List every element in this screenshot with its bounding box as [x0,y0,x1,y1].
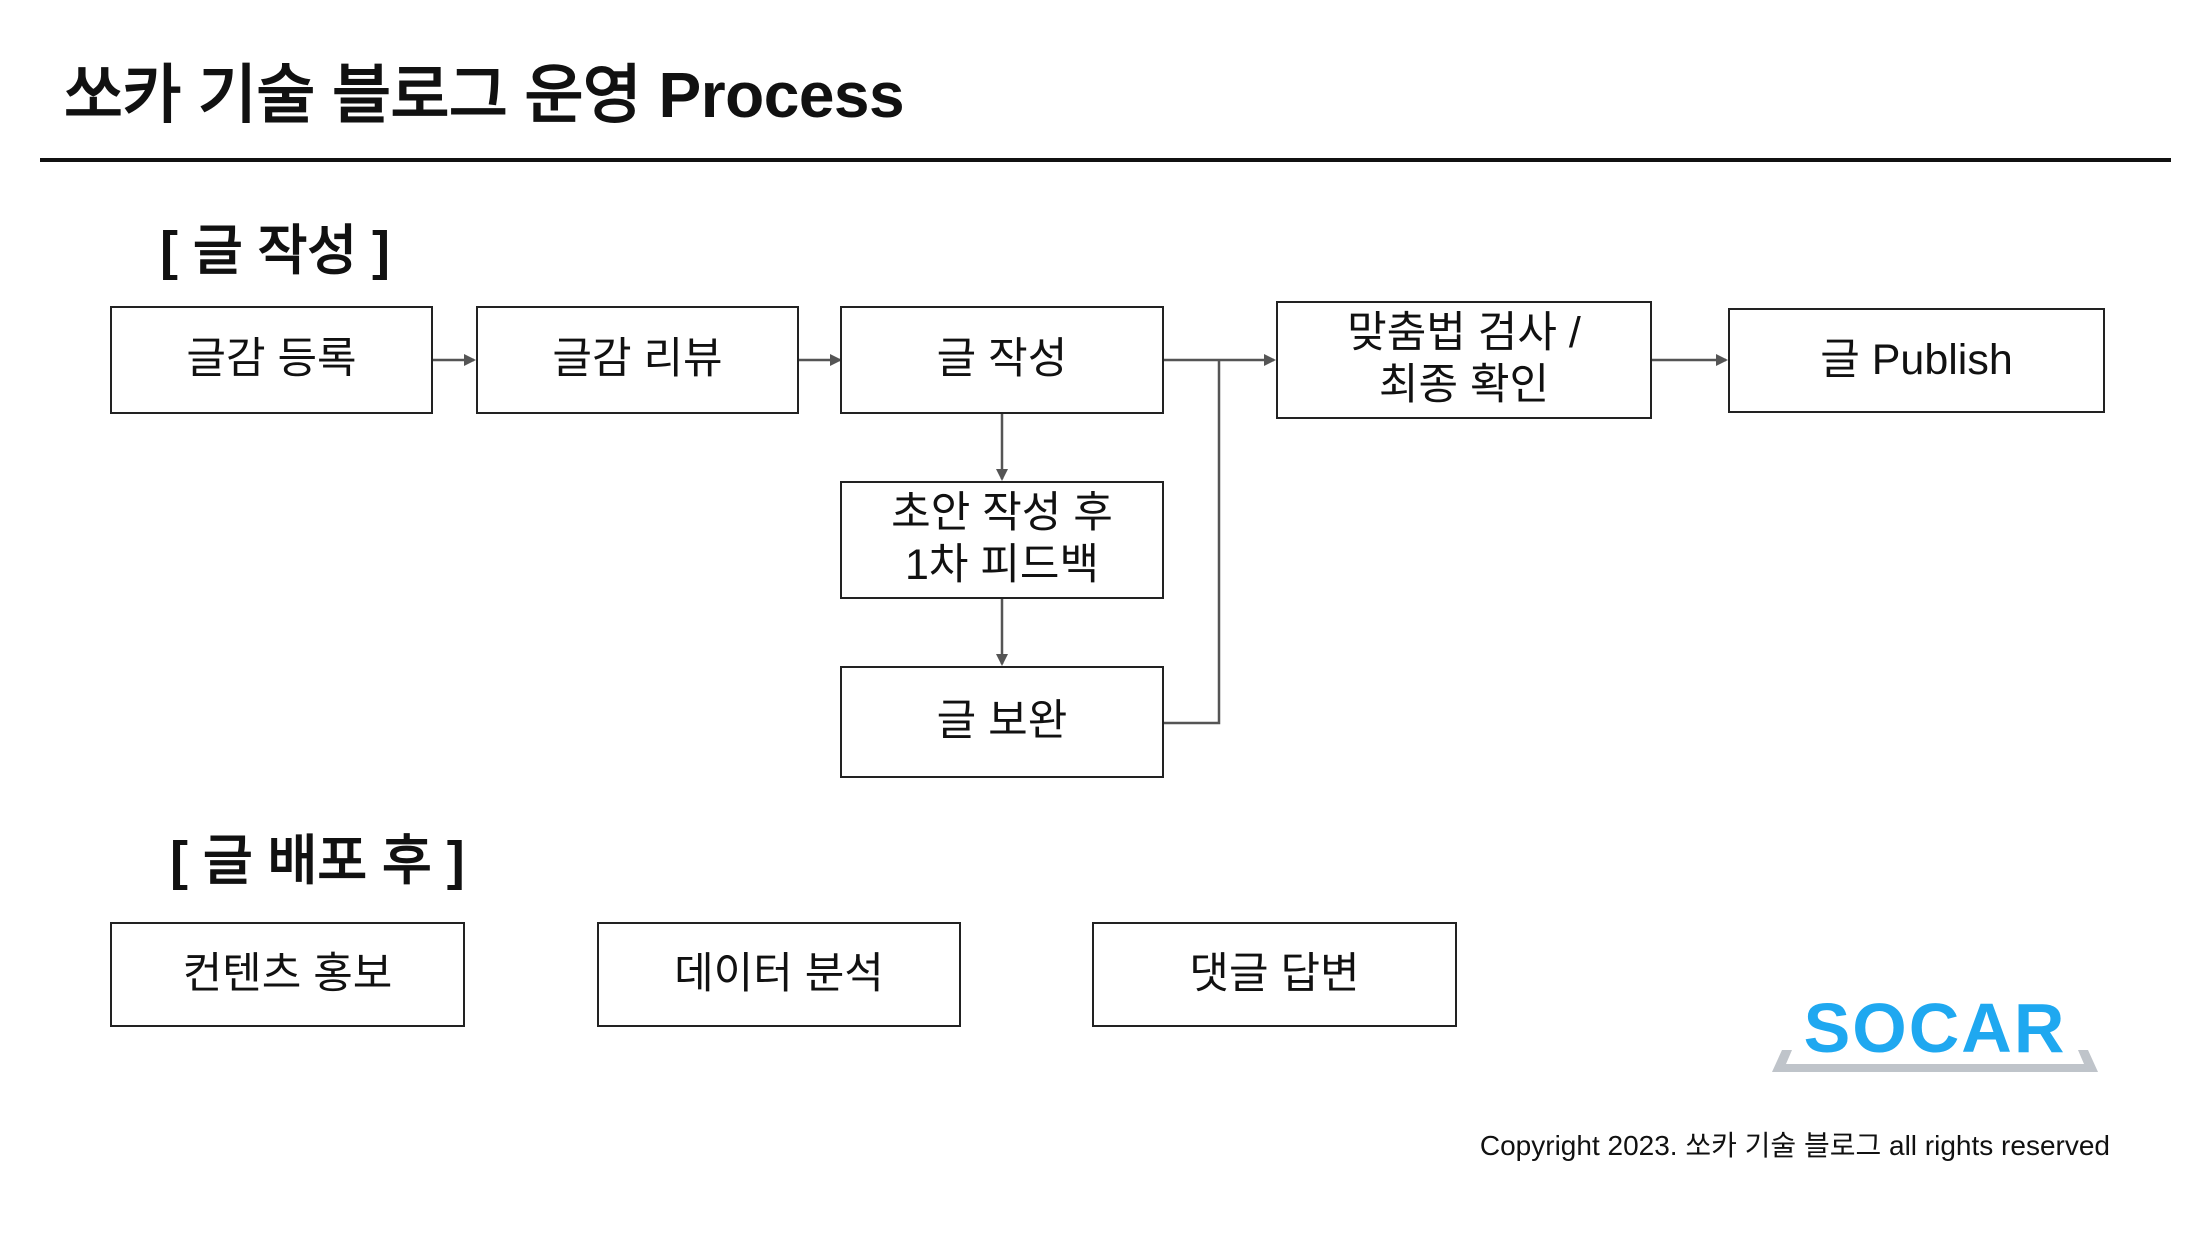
page-title: 쏘카 기술 블로그 운영 Process [64,59,905,131]
arrow-revise-to-spellcheck [1164,360,1221,725]
node-draft-feedback: 초안 작성 후 1차 피드백 [840,481,1164,599]
node-write: 글 작성 [840,306,1164,414]
copyright-text: Copyright 2023. 쏘카 기술 블로그 all rights res… [1479,1130,2110,1161]
section-heading-after-publish: [ 글 배포 후 ] [170,831,465,891]
node-comment-reply: 댓글 답변 [1092,922,1457,1027]
node-promotion: 컨텐츠 홍보 [110,922,465,1027]
node-topic-register: 글감 등록 [110,306,433,414]
node-topic-review: 글감 리뷰 [476,306,799,414]
title-divider [40,158,2171,162]
section-heading-writing: [ 글 작성 ] [160,221,391,281]
node-publish: 글 Publish [1728,308,2105,413]
node-data-analysis: 데이터 분석 [597,922,961,1027]
node-spellcheck: 맞춤법 검사 / 최종 확인 [1276,301,1652,419]
node-revise: 글 보완 [840,666,1164,778]
socar-logo: SOCAR [1772,990,2098,1072]
svg-text:SOCAR: SOCAR [1804,990,2067,1067]
